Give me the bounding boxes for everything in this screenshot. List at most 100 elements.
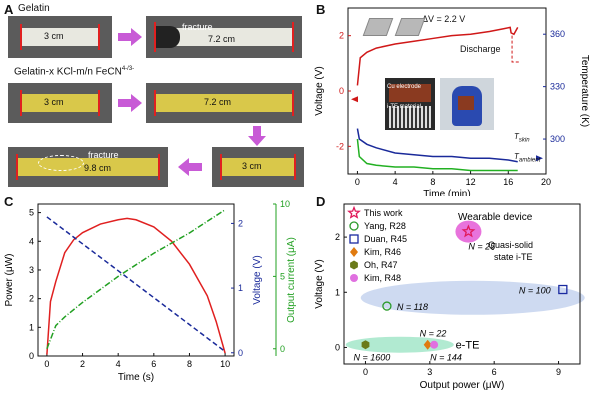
- panel-b-label: B: [316, 2, 326, 17]
- composite-strip: [20, 94, 100, 112]
- plot-frame: [343, 203, 581, 365]
- ite-material-label: i-TE material: [387, 104, 422, 110]
- photo-composite-relaxed: 3 cm: [212, 147, 304, 187]
- x-tick-label: 20: [541, 177, 551, 187]
- x-axis-label: Time (min): [423, 189, 470, 196]
- y-tick-label: 2: [339, 31, 344, 41]
- legend-marker-star: [347, 205, 361, 219]
- x-tick-label: 12: [466, 177, 476, 187]
- data-point-duan-r45: [558, 284, 568, 295]
- arrow-down-icon: [248, 126, 266, 146]
- legend-label: Kim, R48: [364, 273, 401, 283]
- legend-marker-circle-open: [349, 221, 359, 231]
- composite-title: Gelatin-x KCl-m/n FeCN4-/3-: [14, 66, 135, 78]
- x-tick-label: 0: [44, 359, 49, 369]
- legend-label: Duan, R45: [364, 234, 407, 244]
- marker-right: [292, 22, 294, 52]
- y-tick-label: 0: [339, 86, 344, 96]
- ete-region: [345, 336, 454, 353]
- data-point-kim-r48: [430, 340, 439, 349]
- legend-marker-square-open: [349, 234, 359, 244]
- fracture-gap: [154, 26, 180, 48]
- length-initial-label: 3 cm: [44, 97, 64, 107]
- quasi-solid-label: Quasi-solid: [488, 240, 533, 250]
- marker-right: [294, 154, 296, 180]
- gelatin-strip-stretched: [154, 28, 294, 46]
- voltage-line: [46, 216, 226, 353]
- voltage-line: [356, 26, 519, 86]
- legend-label: Oh, R47: [364, 260, 398, 270]
- arrow-right-icon: [118, 28, 142, 46]
- marker-right: [98, 90, 100, 116]
- y-tick-label: 2: [335, 232, 340, 242]
- y3-tick-label: 5: [280, 271, 285, 281]
- x-tick-label: 16: [503, 177, 513, 187]
- marker-left: [154, 22, 156, 52]
- plot-frame: [37, 203, 235, 357]
- data-point-yang-r28: [382, 301, 392, 311]
- photo-gelatin-initial: 3 cm: [8, 16, 112, 58]
- n-label: N = 25: [468, 242, 496, 252]
- tskin-line: [356, 128, 518, 163]
- x-tick-label: 3: [427, 367, 432, 377]
- legend-marker-circle: [350, 274, 358, 282]
- left-axis-arrow-icon: [351, 96, 358, 103]
- legend-label: This work: [364, 208, 403, 218]
- electrode-photo: Cu electrode i-TE material: [385, 78, 435, 130]
- x-tick-label: 8: [430, 177, 435, 187]
- x-tick-label: 9: [556, 367, 561, 377]
- power-line: [46, 217, 226, 355]
- arrow-right-icon: [118, 94, 142, 112]
- photo-composite-stretched: 7.2 cm: [146, 83, 302, 123]
- y2-axis-label: Temperature (K): [579, 55, 590, 127]
- y3-axis-label: Output current (μA): [286, 237, 297, 323]
- n-label: N = 118: [397, 302, 428, 312]
- discharge-marker: [511, 35, 520, 63]
- y-tick-label: 1: [29, 322, 34, 332]
- fracture-label: fracture: [182, 22, 213, 32]
- delta-v-label: ΔV = 2.2 V: [422, 14, 466, 24]
- y2-tick-label: 330: [550, 82, 565, 92]
- cu-electrode-area: [389, 84, 431, 102]
- current-line: [46, 209, 226, 350]
- x-axis-label: Time (s): [118, 372, 154, 383]
- y-tick-label: 0: [29, 351, 34, 361]
- y-tick-label: 4: [29, 236, 34, 246]
- y2-tick-label: 0: [238, 348, 243, 358]
- x-axis-label: Output power (μW): [420, 380, 505, 391]
- length-initial-label: 3 cm: [242, 161, 262, 171]
- panel-a-label: A: [4, 2, 14, 17]
- x-tick-label: 4: [393, 177, 398, 187]
- photo-gelatin-stretched: fracture 7.2 cm: [146, 16, 302, 58]
- n-label: N = 144: [430, 353, 462, 363]
- n-label: N = 1600: [353, 353, 390, 363]
- y3-tick-label: 0: [280, 344, 285, 354]
- length-stretch-label: 7.2 cm: [204, 97, 232, 107]
- y-tick-label: 2: [29, 294, 34, 304]
- y2-tick-label: 360: [550, 29, 565, 39]
- marker-left: [220, 154, 222, 180]
- tskin-label: Tskin: [514, 132, 530, 144]
- y3-tick-label: 10: [280, 199, 290, 209]
- wearable-label: Wearable device: [458, 212, 533, 223]
- legend-label: Kim, R46: [364, 247, 401, 257]
- x-tick-label: 8: [187, 359, 192, 369]
- y-tick-label: 3: [29, 265, 34, 275]
- photo-composite-fracture: fracture 9.8 cm: [8, 147, 168, 187]
- length-final-label: 9.8 cm: [84, 163, 112, 173]
- arrow-left-icon: [178, 158, 202, 176]
- tambient-label: Tambient: [514, 152, 541, 164]
- this-work-region: [455, 220, 482, 243]
- y-axis-label: Voltage (V): [314, 259, 325, 308]
- y-tick-label: 1: [335, 287, 340, 297]
- x-tick-label: 10: [220, 359, 230, 369]
- gelatin-title: Gelatin: [18, 3, 50, 14]
- length-initial-label: 3 cm: [44, 31, 64, 41]
- x-tick-label: 0: [355, 177, 360, 187]
- composite-strip-stretched: [154, 94, 294, 112]
- panel-c-label: C: [4, 194, 14, 209]
- y2-tick-label: 300: [550, 134, 565, 144]
- gelatin-strip: [20, 28, 100, 46]
- length-stretch-label: 7.2 cm: [208, 34, 236, 44]
